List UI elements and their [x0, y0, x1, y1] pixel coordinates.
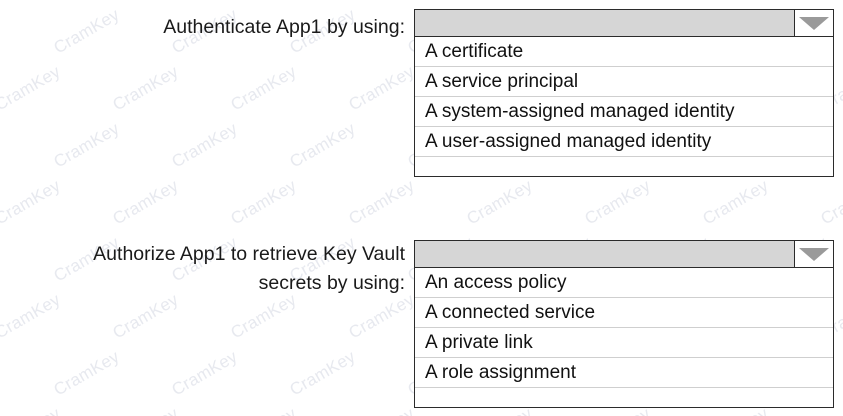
- dropdown-option[interactable]: A service principal: [415, 67, 833, 97]
- question-label-authenticate: Authenticate App1 by using:: [163, 16, 405, 38]
- dropdown-option[interactable]: A system-assigned managed identity: [415, 97, 833, 127]
- dropdown-option[interactable]: A role assignment: [415, 358, 833, 388]
- dropdown-toggle-button-authorize[interactable]: [794, 241, 833, 267]
- dropdown-option[interactable]: A private link: [415, 328, 833, 358]
- chevron-down-icon: [799, 247, 829, 261]
- dropdown-toggle-button-authenticate[interactable]: [794, 10, 833, 36]
- dropdown-option[interactable]: An access policy: [415, 268, 833, 298]
- question-label-authorize: Authorize App1 to retrieve Key Vault sec…: [93, 243, 405, 294]
- dropdown-option[interactable]: A certificate: [415, 37, 833, 67]
- chevron-down-icon: [799, 16, 829, 30]
- dropdown-selected-value-authorize[interactable]: [415, 241, 794, 267]
- dropdown-option[interactable]: A connected service: [415, 298, 833, 328]
- dropdown-header-authenticate[interactable]: [414, 9, 834, 37]
- dropdown-header-authorize[interactable]: [414, 240, 834, 268]
- dropdown-selected-value-authenticate[interactable]: [415, 10, 794, 36]
- dropdown-option[interactable]: A user-assigned managed identity: [415, 127, 833, 157]
